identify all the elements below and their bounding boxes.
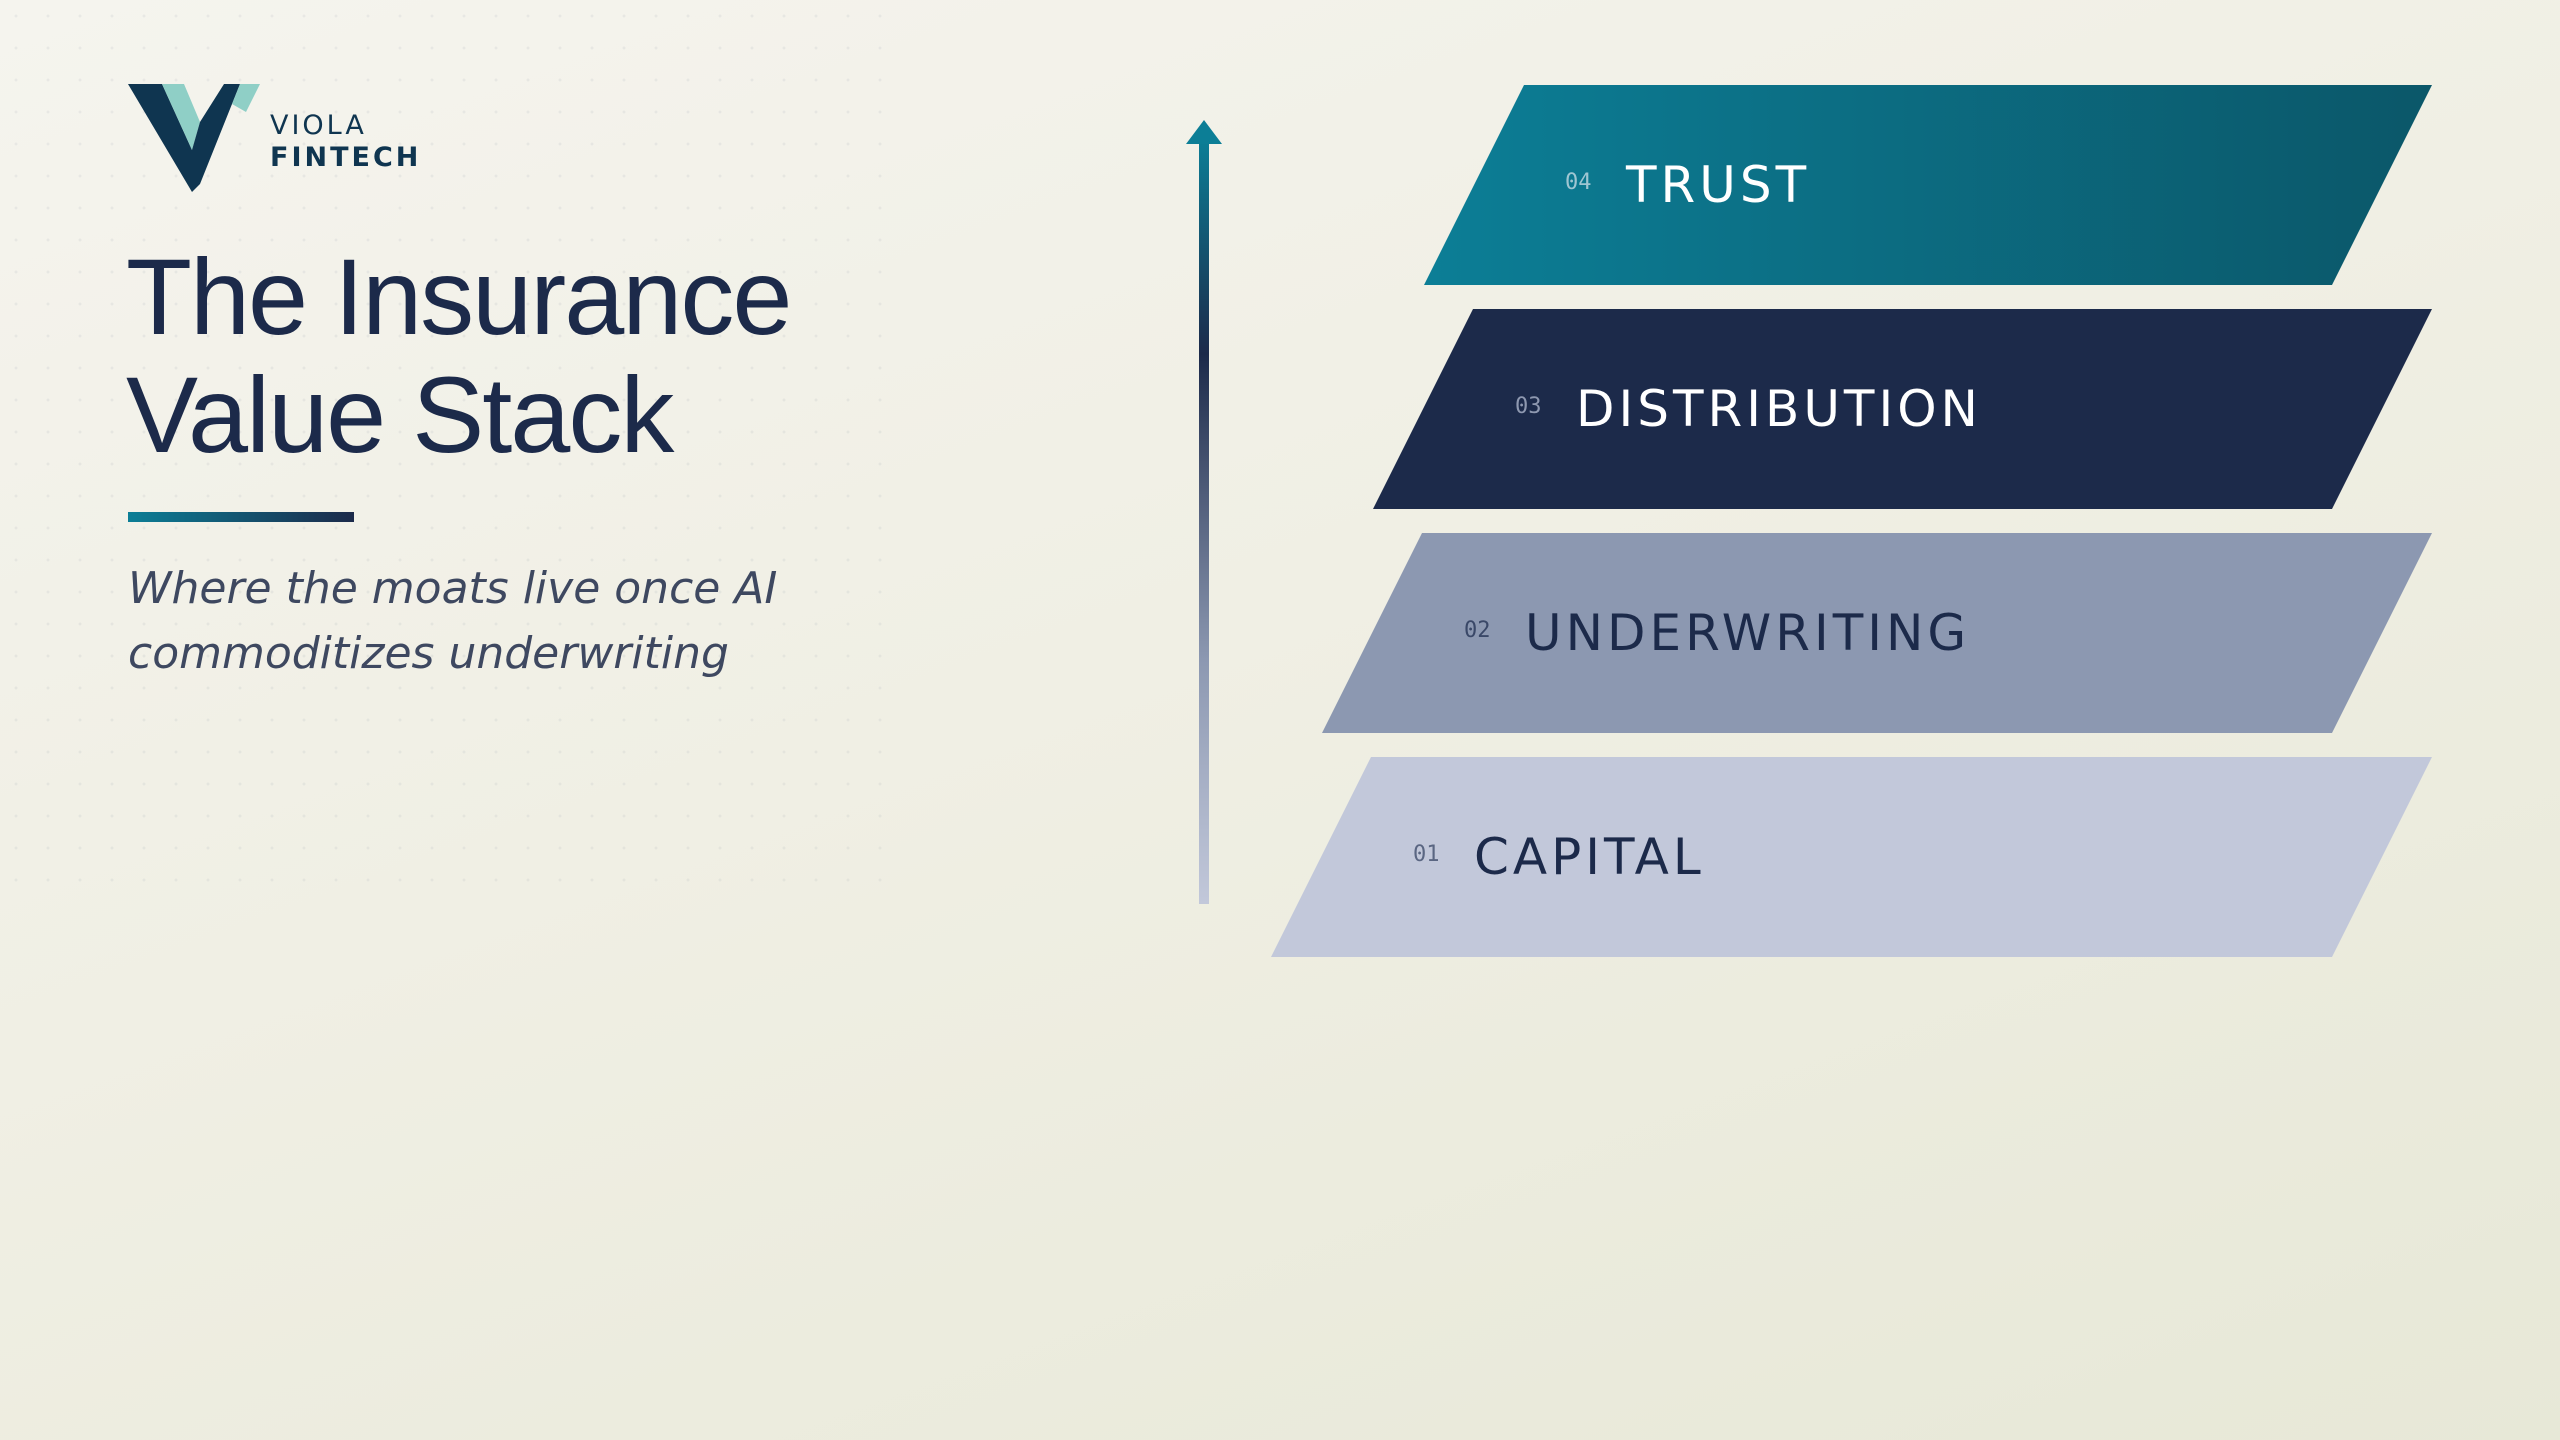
page-title-line-2: Value Stack xyxy=(126,354,674,475)
page-title-line-1: The Insurance xyxy=(126,236,792,357)
page-title: The Insurance Value Stack xyxy=(126,238,1026,474)
layer-number-02: 02 xyxy=(1464,618,1491,643)
arrow-up-shaft xyxy=(1199,140,1209,904)
layer-label-distribution: DISTRIBUTION xyxy=(1576,380,1982,438)
page-subtitle-line-2: commoditizes underwriting xyxy=(128,628,729,679)
logo-word-viola: VIOLA xyxy=(270,110,367,141)
stack-layer-distribution-shape xyxy=(1373,309,2432,509)
layer-number-04: 04 xyxy=(1565,170,1592,195)
layer-number-03: 03 xyxy=(1515,394,1542,419)
stack-layer-underwriting-shape xyxy=(1322,533,2432,733)
stack-layer-trust-shape xyxy=(1424,85,2432,285)
logo-word-fintech: FINTECH xyxy=(270,142,422,173)
arrow-up-icon xyxy=(1186,120,1222,144)
stack-layer-distribution: 03 DISTRIBUTION xyxy=(1373,309,2432,509)
stack-layer-trust: 04 TRUST xyxy=(1424,85,2432,285)
viola-v-logo-icon xyxy=(128,84,260,192)
stack-layer-capital-shape xyxy=(1271,757,2432,957)
title-underline-rule xyxy=(128,512,354,522)
stack-layer-capital: 01 CAPITAL xyxy=(1271,757,2432,957)
page-subtitle-line-1: Where the moats live once AI xyxy=(128,563,778,614)
layer-number-01: 01 xyxy=(1413,842,1440,867)
layer-label-trust: TRUST xyxy=(1626,156,1811,214)
stack-layer-underwriting: 02 UNDERWRITING xyxy=(1322,533,2432,733)
layer-label-capital: CAPITAL xyxy=(1474,828,1705,886)
page-subtitle: Where the moats live once AI commoditize… xyxy=(128,556,888,686)
viola-fintech-logo: VIOLA FINTECH xyxy=(128,84,448,194)
layer-label-underwriting: UNDERWRITING xyxy=(1525,604,1971,662)
